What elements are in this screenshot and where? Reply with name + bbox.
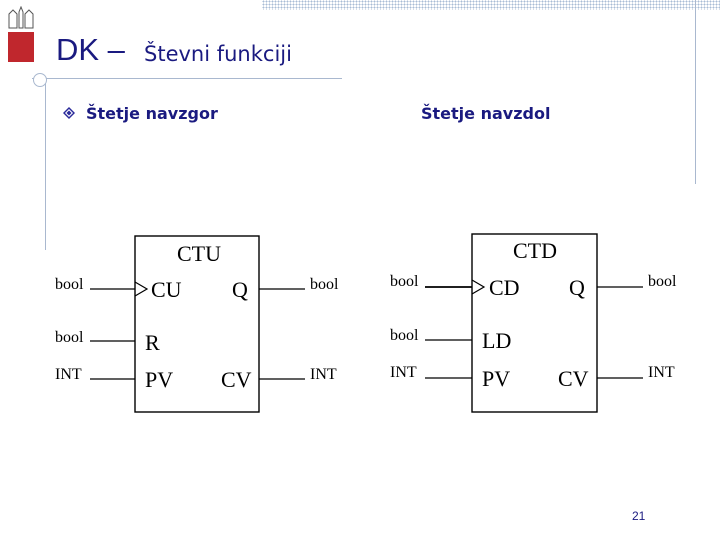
ctu-pin-r: R	[145, 330, 160, 355]
decor-vertical-line-left	[45, 80, 46, 250]
ctd-box	[471, 233, 598, 413]
ctd-pin-cd: CD	[489, 275, 520, 300]
slide-subtitle: Števni funkciji	[144, 42, 292, 66]
ctu-in-type-cu: bool	[55, 276, 84, 293]
ctu-pin-q: Q	[232, 277, 248, 302]
ctd-in-type-ld: bool	[390, 327, 419, 344]
ctu-in-type-pv: INT	[55, 366, 82, 383]
ctd-pin-ld: LD	[482, 328, 511, 353]
decor-vertical-line-right	[695, 0, 696, 184]
ctd-out-type-cv: INT	[648, 364, 675, 381]
decor-circle-icon	[33, 73, 47, 87]
ctd-pin-pv: PV	[482, 366, 510, 391]
page-number: 21	[632, 509, 646, 523]
header-dotted-band	[262, 0, 720, 10]
diamond-bullet-icon	[63, 107, 75, 119]
heading-count-up: Štetje navzgor	[86, 104, 218, 123]
ctd-block: CTD bool bool INT CD LD PV Q CV bool INT	[390, 233, 677, 413]
heading-count-down: Štetje navzdol	[421, 104, 551, 123]
ctd-in-type-cd: bool	[390, 273, 419, 290]
university-logo-icon	[6, 6, 36, 62]
ctu-out-type-cv: INT	[310, 366, 337, 383]
decor-title-underline	[32, 78, 342, 79]
ctu-edge-icon	[134, 281, 149, 297]
slide-title: DK –	[56, 32, 125, 67]
ctd-pin-q: Q	[569, 275, 585, 300]
ctu-pin-cu: CU	[151, 277, 182, 302]
ctd-out-type-q: bool	[648, 273, 677, 290]
ctu-out-type-q: bool	[310, 276, 339, 293]
ctu-box	[134, 235, 260, 413]
ctd-name: CTD	[513, 238, 557, 263]
ctu-in-type-r: bool	[55, 329, 84, 346]
ctd-in-type-pv: INT	[390, 364, 417, 381]
ctd-pin-cv: CV	[558, 366, 589, 391]
ctu-pin-cv: CV	[221, 367, 252, 392]
ctd-edge-icon	[471, 279, 486, 295]
ctu-pin-pv: PV	[145, 367, 173, 392]
ctu-name: CTU	[177, 241, 221, 266]
ctu-block: CTU bool bool INT CU R PV Q CV bool INT	[55, 235, 339, 413]
